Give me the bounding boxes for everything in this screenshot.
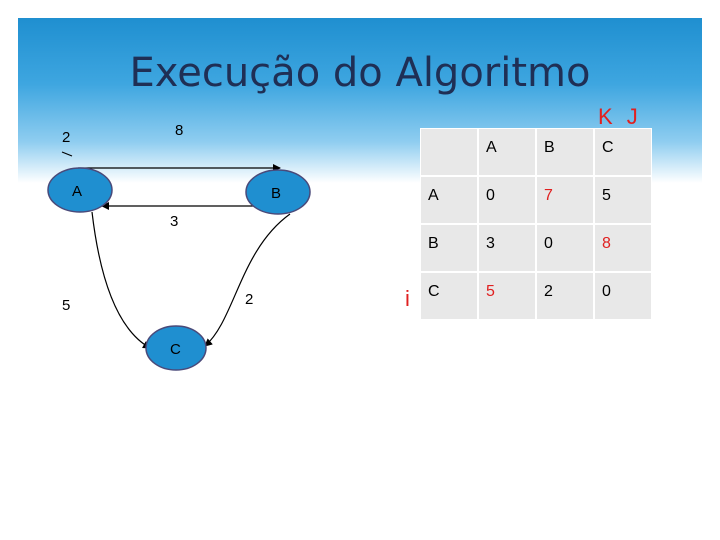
matrix-cell: 2	[536, 272, 594, 320]
i-label: i	[405, 286, 410, 311]
matrix-cell: 0	[594, 272, 652, 320]
node-a	[47, 167, 113, 213]
matrix-cell-text: 2	[544, 283, 553, 300]
edge-extra-weight: 2	[62, 129, 70, 146]
matrix-col-header-text: C	[602, 139, 614, 156]
slide-title: Execução do Algoritmo	[129, 50, 591, 96]
matrix-col-header-text: A	[486, 139, 497, 156]
node-b-label: B	[271, 185, 281, 202]
matrix-cell: 7	[536, 176, 594, 224]
matrix-cell-text: 3	[486, 235, 495, 252]
matrix-cell-text: 7	[544, 187, 553, 204]
node-c-label: C	[170, 341, 181, 358]
node-b	[245, 169, 311, 215]
edge-b-to-a-weight: 3	[170, 213, 178, 230]
matrix-col-header: A	[478, 128, 536, 176]
matrix-cell-text: 5	[486, 283, 495, 300]
matrix-cell-text: 0	[486, 187, 495, 204]
edge-b-to-c	[204, 213, 291, 347]
matrix-row-header-text: A	[428, 187, 439, 204]
node-c	[145, 325, 207, 371]
matrix-cell: 5	[594, 176, 652, 224]
matrix-row-header-text: B	[428, 235, 439, 252]
matrix-corner	[420, 128, 478, 176]
matrix-row-header-text: C	[428, 283, 440, 300]
edge-b-to-c-weight: 2	[245, 291, 253, 308]
node-a-label: A	[72, 183, 82, 200]
matrix-cell: 8	[594, 224, 652, 272]
matrix-cell-text: 5	[602, 187, 611, 204]
matrix-row-header: C	[420, 272, 478, 320]
matrix-cell: 0	[478, 176, 536, 224]
matrix-cell: 3	[478, 224, 536, 272]
matrix-row-header: B	[420, 224, 478, 272]
matrix-col-header-text: B	[544, 139, 555, 156]
matrix-row-header: A	[420, 176, 478, 224]
matrix-cell: 5	[478, 272, 536, 320]
edge-a-to-c	[91, 211, 151, 349]
matrix-cell: 0	[536, 224, 594, 272]
matrix-cell-text: 0	[602, 283, 611, 300]
matrix-cell-text: 0	[544, 235, 553, 252]
matrix-col-header: C	[594, 128, 652, 176]
matrix-col-header: B	[536, 128, 594, 176]
matrix-cell-text: 8	[602, 235, 611, 252]
kj-label: K J	[598, 104, 642, 129]
edge-stub	[61, 151, 73, 157]
edge-a-to-c-weight: 5	[62, 297, 70, 314]
edge-a-to-b-weight: 8	[175, 122, 183, 139]
